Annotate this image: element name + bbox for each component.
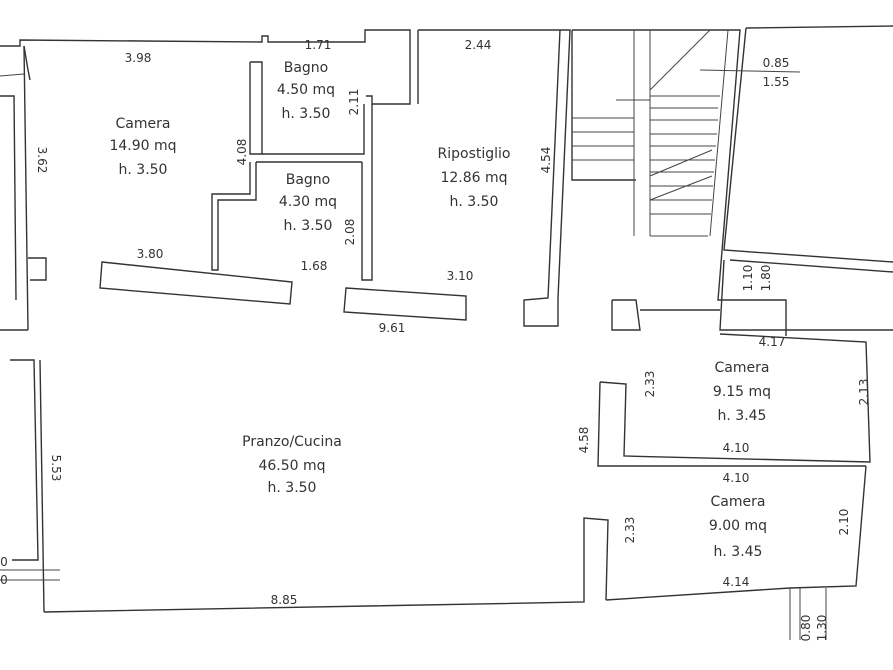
room-name: Bagno — [284, 60, 329, 76]
dim-label: 2.10 — [837, 509, 851, 536]
room-name: Camera — [715, 360, 770, 376]
dim-label: 1.80 — [759, 265, 773, 292]
dim-label: 4.17 — [759, 335, 786, 349]
room-pranzo-cucina: Pranzo/Cucina 46.50 mq h. 3.50 — [242, 434, 342, 496]
dim-label: 0 — [0, 555, 8, 569]
room-height: h. 3.50 — [282, 106, 331, 122]
room-area: 46.50 mq — [258, 458, 325, 474]
dim-label: 4.54 — [539, 147, 553, 174]
dim-label: 4.14 — [723, 575, 750, 589]
room-height: h. 3.45 — [714, 544, 763, 560]
room-area: 14.90 mq — [109, 138, 176, 154]
dim-label: 0.85 — [763, 56, 790, 70]
dim-label: 2.13 — [857, 379, 871, 406]
room-area: 9.15 mq — [713, 384, 771, 400]
room-area: 12.86 mq — [440, 170, 507, 186]
room-camera-nw: Camera 14.90 mq h. 3.50 — [109, 116, 176, 178]
dim-label: 0.80 — [799, 615, 813, 642]
dim-label: 1.71 — [305, 38, 332, 52]
dim-label: 4.10 — [723, 471, 750, 485]
room-camera-east-2: Camera 9.00 mq h. 3.45 — [709, 494, 767, 560]
dim-label: 5.53 — [49, 455, 63, 482]
dim-label: 1.10 — [741, 265, 755, 292]
dim-label: 2.11 — [347, 89, 361, 116]
dim-label: 8.85 — [271, 593, 298, 607]
room-camera-east-1: Camera 9.15 mq h. 3.45 — [713, 360, 771, 424]
dim-label: 4.10 — [723, 441, 750, 455]
room-area: 9.00 mq — [709, 518, 767, 534]
dim-label: 3.10 — [447, 269, 474, 283]
dim-label: 1.55 — [763, 75, 790, 89]
room-name: Camera — [116, 116, 171, 132]
room-area: 4.30 mq — [279, 194, 337, 210]
room-name: Pranzo/Cucina — [242, 434, 342, 450]
room-bagno-mid: Bagno 4.30 mq h. 3.50 — [279, 172, 337, 234]
dim-label: 3.80 — [137, 247, 164, 261]
dim-label: 2.33 — [643, 371, 657, 398]
dim-label: 1.68 — [301, 259, 328, 273]
dimension-labels: 3.98 1.71 2.44 0.85 1.55 3.80 1.68 3.10 … — [0, 38, 789, 607]
room-name: Ripostiglio — [438, 146, 511, 162]
dim-label: 3.62 — [35, 147, 49, 174]
dim-label: 9.61 — [379, 321, 406, 335]
dimension-labels-vertical: 3.62 4.08 2.11 4.54 2.08 1.10 1.80 2.33 … — [35, 89, 871, 642]
walls — [0, 25, 893, 640]
dim-label: 0 — [0, 573, 8, 587]
room-ripostiglio: Ripostiglio 12.86 mq h. 3.50 — [438, 146, 511, 210]
dim-label: 4.58 — [577, 427, 591, 454]
room-name: Bagno — [286, 172, 331, 188]
dim-label: 2.44 — [465, 38, 492, 52]
room-area: 4.50 mq — [277, 82, 335, 98]
dim-label: 4.08 — [235, 139, 249, 166]
room-height: h. 3.50 — [450, 194, 499, 210]
dim-label: 2.33 — [623, 517, 637, 544]
room-height: h. 3.50 — [284, 218, 333, 234]
dim-label: 2.08 — [343, 219, 357, 246]
dim-label: 3.98 — [125, 51, 152, 65]
room-bagno-top: Bagno 4.50 mq h. 3.50 — [277, 60, 335, 122]
room-height: h. 3.50 — [119, 162, 168, 178]
room-name: Camera — [711, 494, 766, 510]
room-height: h. 3.50 — [268, 480, 317, 496]
dim-label: 1.30 — [815, 615, 829, 642]
room-height: h. 3.45 — [718, 408, 767, 424]
